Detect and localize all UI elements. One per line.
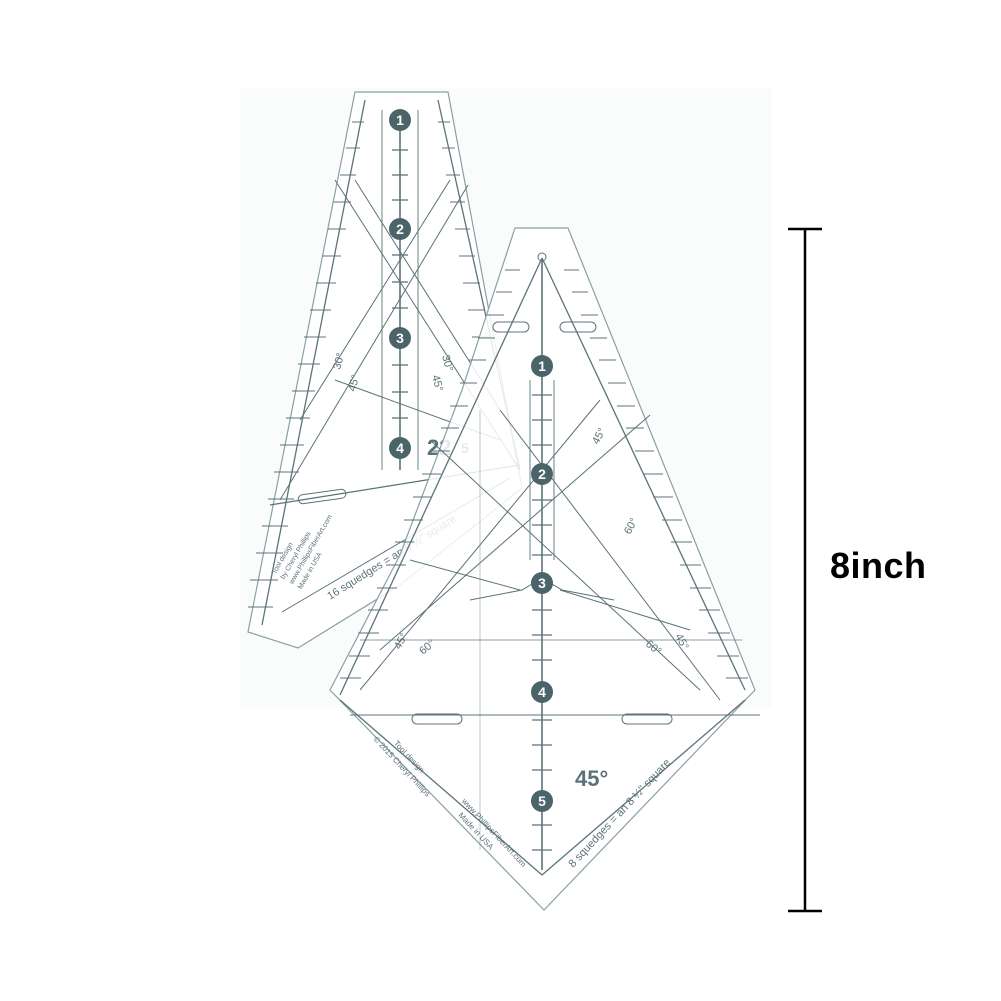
- small-ruler-marker-1-label: 1: [396, 112, 404, 128]
- large-ruler-marker-5-label: 5: [538, 793, 546, 809]
- large-ruler-marker-3-label: 3: [538, 575, 546, 591]
- small-ruler-marker-1: 1: [389, 109, 411, 131]
- small-ruler-angle-45-left: 45°: [346, 374, 362, 393]
- small-ruler-angle-30-right: 30°: [439, 354, 455, 373]
- large-ruler-center-ticks: [532, 394, 552, 851]
- large-ruler-slot-bottom-left: [411, 713, 463, 725]
- small-ruler-angle-30-left: 30°: [331, 352, 347, 371]
- small-ruler-marker-3: 3: [389, 327, 411, 349]
- small-ruler-slot: [297, 488, 347, 505]
- large-ruler-marker-1-label: 1: [538, 358, 546, 374]
- large-ruler-slot-bottom-right: [621, 713, 673, 725]
- large-ruler-marker-4-label: 4: [538, 684, 546, 700]
- small-ruler-marker-2: 2: [389, 218, 411, 240]
- large-ruler-marker-4: 4: [531, 681, 553, 703]
- small-ruler-marker-3-label: 3: [396, 330, 404, 346]
- small-ruler-marker-4-label: 4: [396, 440, 404, 456]
- large-ruler-marker-2: 2: [531, 463, 553, 485]
- small-ruler-angle-45-right: 45°: [429, 374, 445, 393]
- large-ruler-marker-2-label: 2: [538, 466, 546, 482]
- large-ruler-slot-top-right: [559, 321, 597, 333]
- large-ruler-marker-3: 3: [531, 572, 553, 594]
- large-ruler-marker-5: 5: [531, 790, 553, 812]
- small-ruler-left-ticks: [248, 121, 364, 608]
- large-ruler-markers: 1 2 3 4 5: [531, 355, 553, 812]
- large-ruler-left-ticks: [340, 269, 520, 679]
- dimension-bracket: [788, 227, 822, 913]
- large-ruler-slot-top-left: [492, 321, 530, 333]
- dimension-label: 8inch: [830, 545, 927, 586]
- large-ruler-marker-1: 1: [531, 355, 553, 377]
- small-ruler-marker-2-label: 2: [396, 221, 404, 237]
- small-ruler-markers: 1 2 3 4: [389, 109, 411, 459]
- large-ruler-angle-45: 45°: [575, 766, 608, 791]
- large-ruler-right-ticks: [564, 269, 748, 679]
- large-ruler-hang-hole: [537, 252, 547, 262]
- small-ruler-marker-4: 4: [389, 437, 411, 459]
